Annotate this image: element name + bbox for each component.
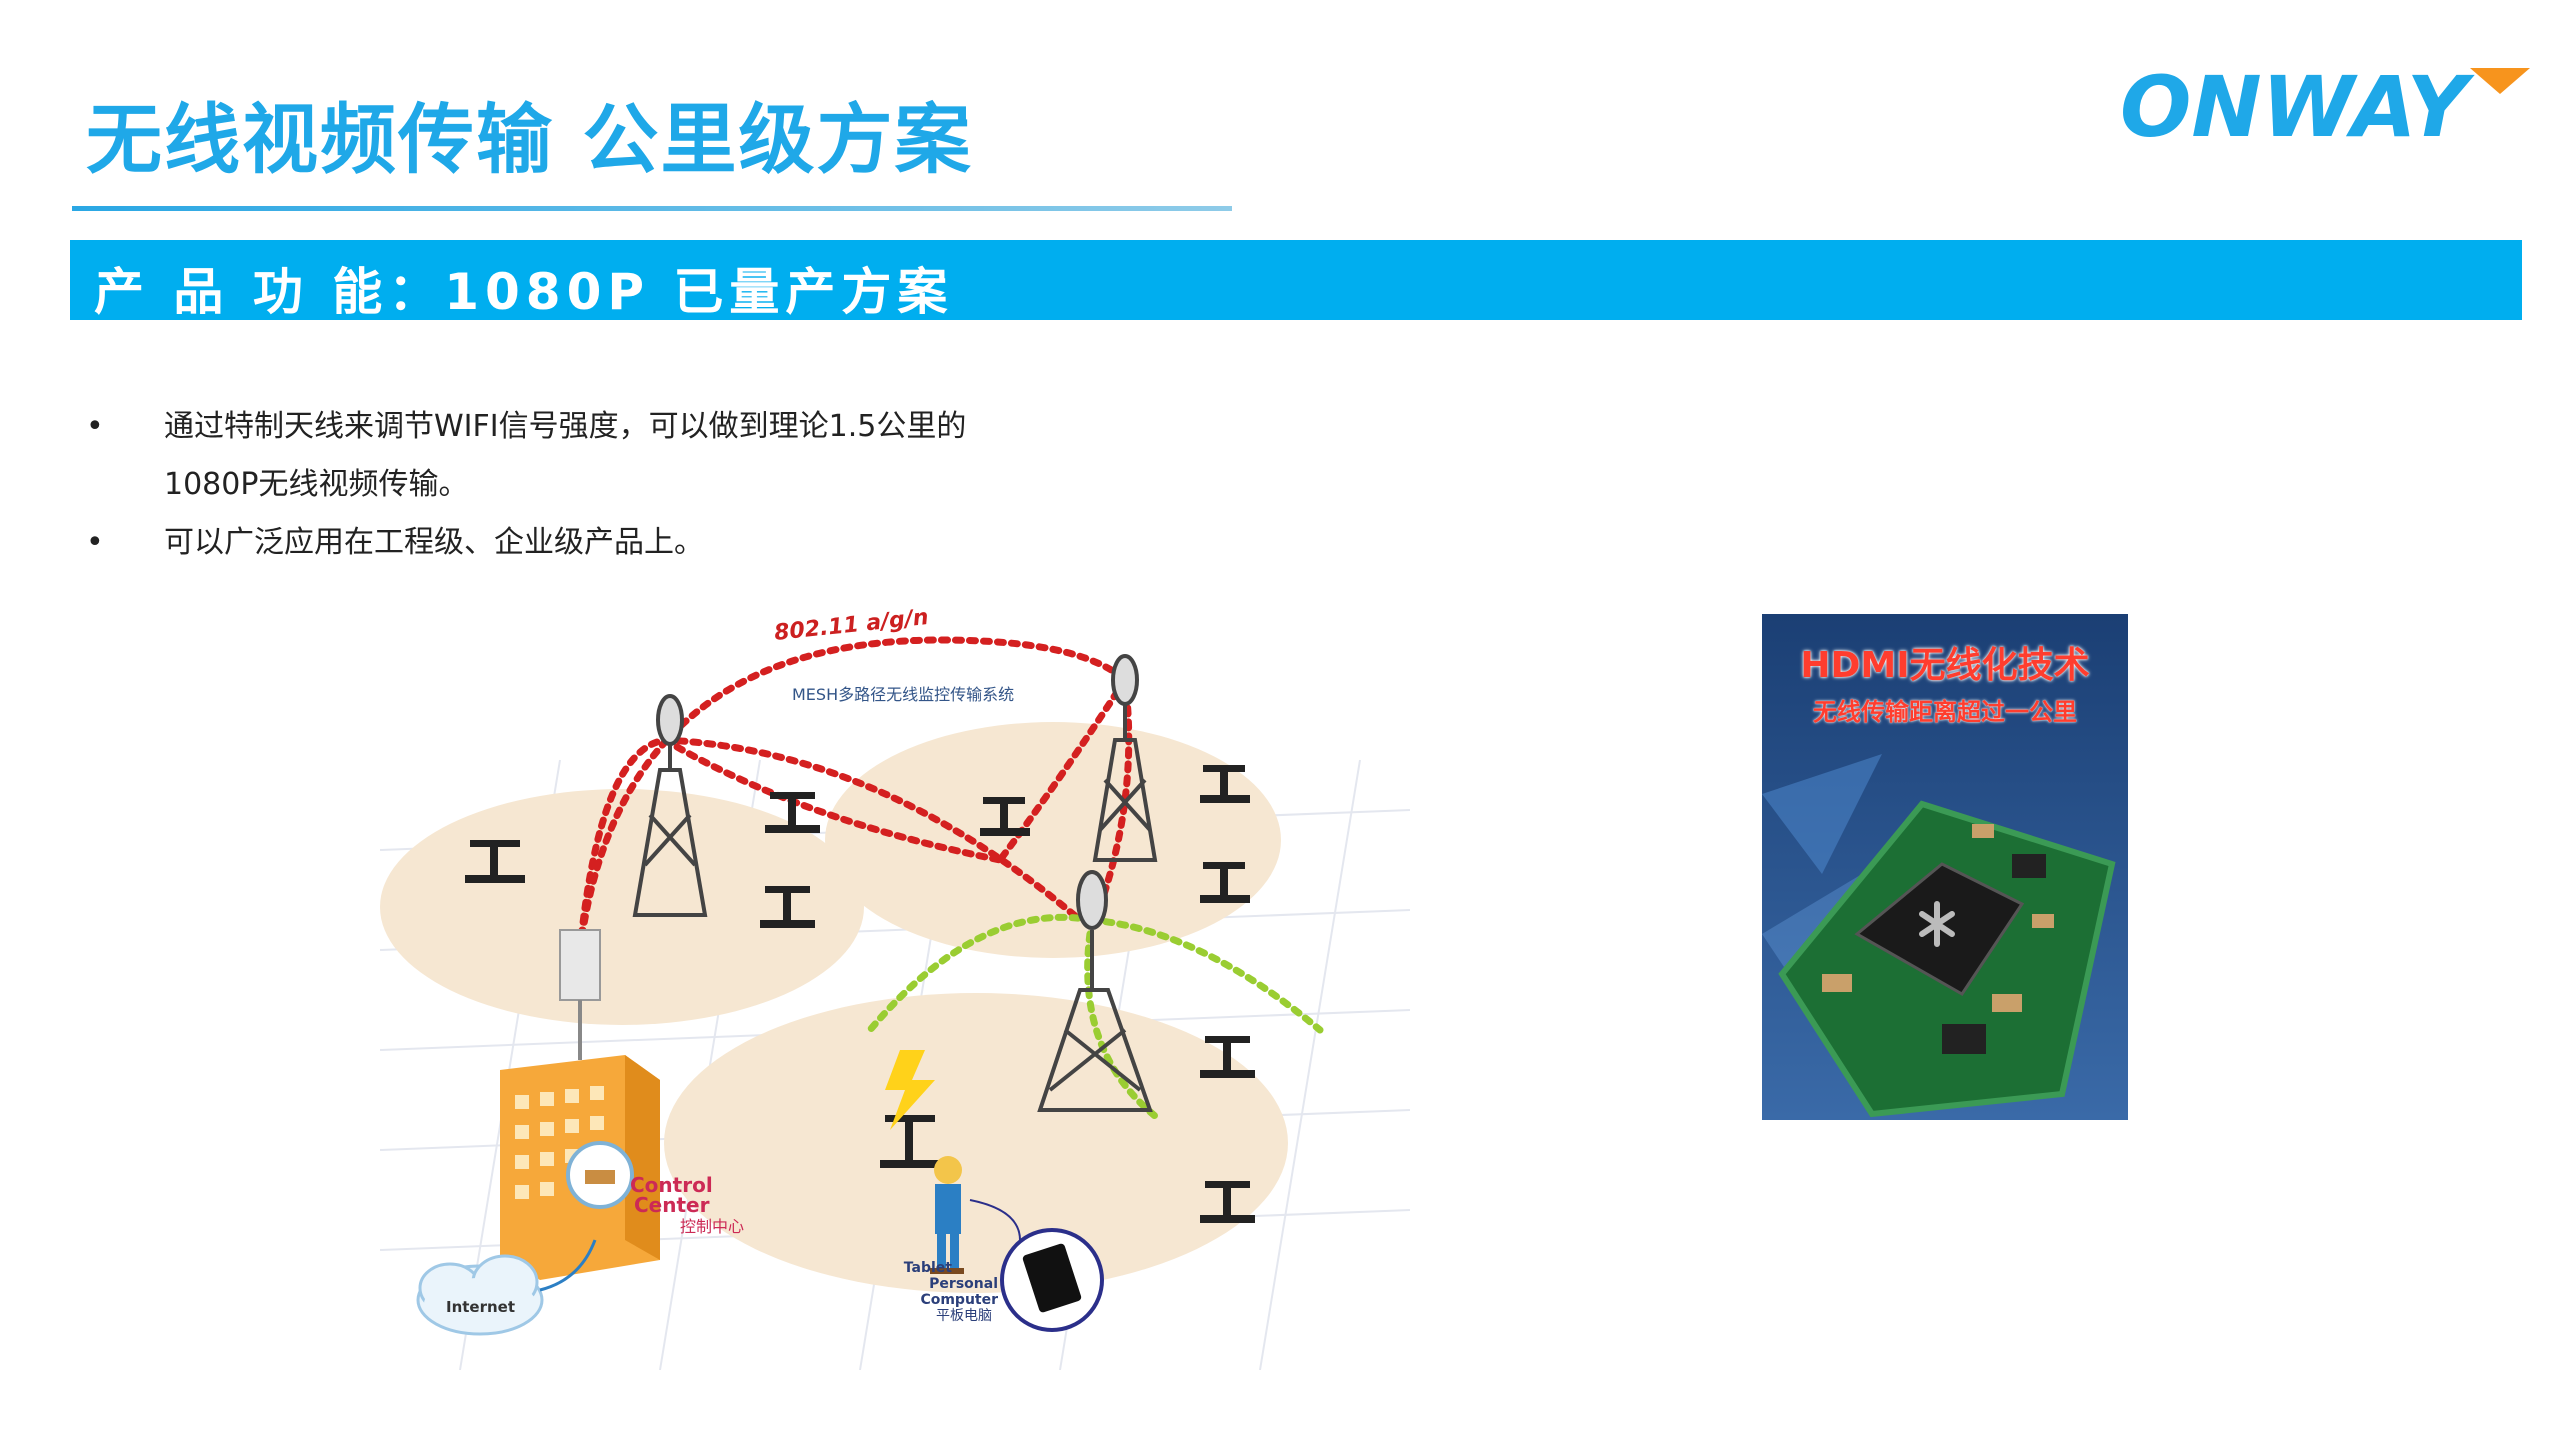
site-area-bottom (664, 993, 1288, 1293)
control-center-label-line2: Center (634, 1193, 710, 1217)
bullet-text-continued: 1080P无线视频传输。 (164, 467, 469, 502)
section-header-bar: 产 品 功 能：1080P 已量产方案 (70, 240, 2522, 321)
mesh-network-diagram: 802.11 a/g/n MESH多路径无线监控传输系统 (380, 605, 1410, 1370)
pump-jack-icon (1200, 862, 1250, 903)
list-item: • 可以广泛应用在工程级、企业级产品上。 (86, 514, 966, 572)
list-item: • 通过特制天线来调节WIFI信号强度，可以做到理论1.5公里的 1080P无线… (86, 398, 966, 514)
pump-jack-icon (765, 792, 820, 833)
bullet-icon: • (86, 409, 104, 444)
pump-jack-icon (760, 886, 815, 928)
title-underline (72, 206, 1232, 211)
onway-logo: ONWAY (2120, 58, 2530, 148)
logo-accent-shape (2470, 68, 2530, 94)
pump-jack-icon (1200, 765, 1250, 803)
chip-panel-subtitle: 无线传输距离超过一公里 (1813, 698, 2077, 726)
tablet-label-1: Tablet (904, 1260, 953, 1276)
pump-jack-icon (1200, 1036, 1255, 1078)
tablet-label-3: Computer (920, 1292, 998, 1308)
control-center-label-cn: 控制中心 (680, 1217, 744, 1236)
mesh-links-red (576, 636, 1133, 954)
pump-jack-icon (465, 840, 525, 883)
hdmi-module-image: HDMI无线化技术 无线传输距离超过一公里 (1762, 614, 2128, 1120)
bullet-text: 通过特制天线来调节WIFI信号强度，可以做到理论1.5公里的 (164, 409, 967, 444)
bullet-text: 可以广泛应用在工程级、企业级产品上。 (164, 525, 704, 560)
bullet-list: • 通过特制天线来调节WIFI信号强度，可以做到理论1.5公里的 1080P无线… (86, 398, 966, 572)
chip-illustration (1762, 614, 2128, 1120)
tablet-label-cn: 平板电脑 (936, 1308, 992, 1324)
page-title: 无线视频传输 公里级方案 (86, 95, 973, 184)
site-area-left (380, 789, 864, 1025)
tower-icon (1037, 870, 1153, 1112)
site-area-right (825, 722, 1281, 958)
tablet-icon (1000, 1228, 1104, 1332)
tower-icon (632, 694, 708, 917)
mesh-links-green (866, 913, 1324, 1124)
internet-link (539, 1239, 597, 1292)
internet-cloud-icon (416, 1254, 544, 1336)
pump-jack-icon (1200, 1181, 1255, 1223)
chip-panel-title: HDMI无线化技术 (1800, 645, 2090, 686)
antenna-icon (559, 929, 601, 1060)
control-center-label: Control (630, 1173, 713, 1197)
bullet-icon: • (86, 525, 104, 560)
logo-text: ONWAY (2120, 58, 2475, 148)
tablet-link (969, 1199, 1021, 1241)
pump-jack-icon (980, 797, 1030, 836)
worker-icon (930, 1156, 964, 1274)
tower-icon (1092, 654, 1158, 862)
internet-label: Internet (446, 1298, 515, 1316)
tablet-label-2: Personal (929, 1276, 998, 1292)
lightning-icon (885, 1050, 935, 1130)
section-label: 产 品 功 能：1080P 已量产方案 (94, 263, 954, 321)
control-center-building (500, 1055, 660, 1280)
mesh-system-label: MESH多路径无线监控传输系统 (792, 685, 1014, 704)
pump-jack-icon (880, 1115, 940, 1168)
